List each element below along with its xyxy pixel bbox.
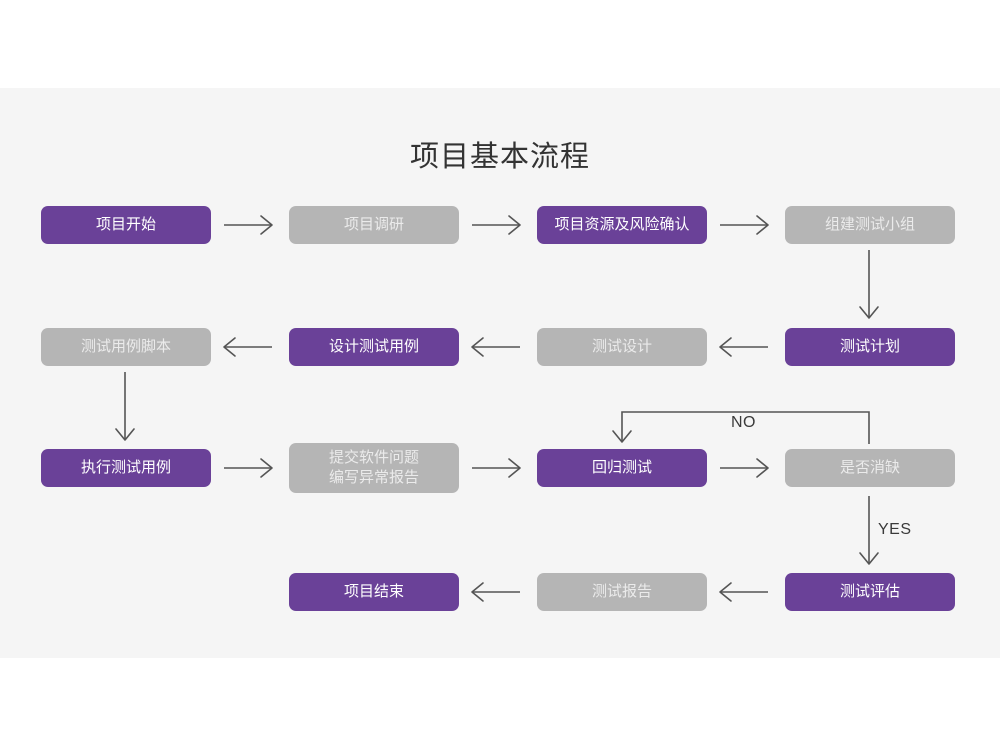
- edge-n1-n2: [224, 215, 273, 235]
- edge-label-no: NO: [731, 414, 756, 431]
- node-test-design[interactable]: 测试设计: [537, 328, 707, 366]
- node-project-research[interactable]: 项目调研: [289, 206, 459, 244]
- node-design-test-case[interactable]: 设计测试用例: [289, 328, 459, 366]
- diagram-panel: [0, 88, 1000, 658]
- node-test-report[interactable]: 测试报告: [537, 573, 707, 611]
- page-title: 项目基本流程: [409, 141, 590, 173]
- node-project-end[interactable]: 项目结束: [289, 573, 459, 611]
- edge-n15-n14: [719, 582, 768, 602]
- node-test-case-script[interactable]: 测试用例脚本: [41, 328, 211, 366]
- edge-label-yes: YES: [878, 521, 912, 538]
- edge-n10-n11: [472, 458, 521, 478]
- edge-n2-n3: [472, 215, 521, 235]
- edge-n7-n6: [471, 337, 520, 357]
- node-test-evaluation[interactable]: 测试评估: [785, 573, 955, 611]
- node-test-plan[interactable]: 测试计划: [785, 328, 955, 366]
- edge-n9-n10: [224, 458, 273, 478]
- edge-n11-n12: [720, 458, 769, 478]
- edge-n4-n8: [859, 250, 879, 319]
- node-defect-cleared[interactable]: 是否消缺: [785, 449, 955, 487]
- edge-n8-n7: [719, 337, 768, 357]
- node-submit-issue-report[interactable]: 提交软件问题 编写异常报告: [289, 443, 459, 493]
- node-project-start[interactable]: 项目开始: [41, 206, 211, 244]
- edge-n5-n9: [115, 372, 135, 441]
- node-build-test-team[interactable]: 组建测试小组: [785, 206, 955, 244]
- edge-n12-n11-no-loop: [612, 411, 870, 444]
- node-resource-risk-confirm[interactable]: 项目资源及风险确认: [537, 206, 707, 244]
- edge-n14-n13: [471, 582, 520, 602]
- node-regression-test[interactable]: 回归测试: [537, 449, 707, 487]
- node-execute-test-case[interactable]: 执行测试用例: [41, 449, 211, 487]
- edge-n6-n5: [223, 337, 272, 357]
- edge-n3-n4: [720, 215, 769, 235]
- edge-n12-n15-yes: [859, 496, 879, 565]
